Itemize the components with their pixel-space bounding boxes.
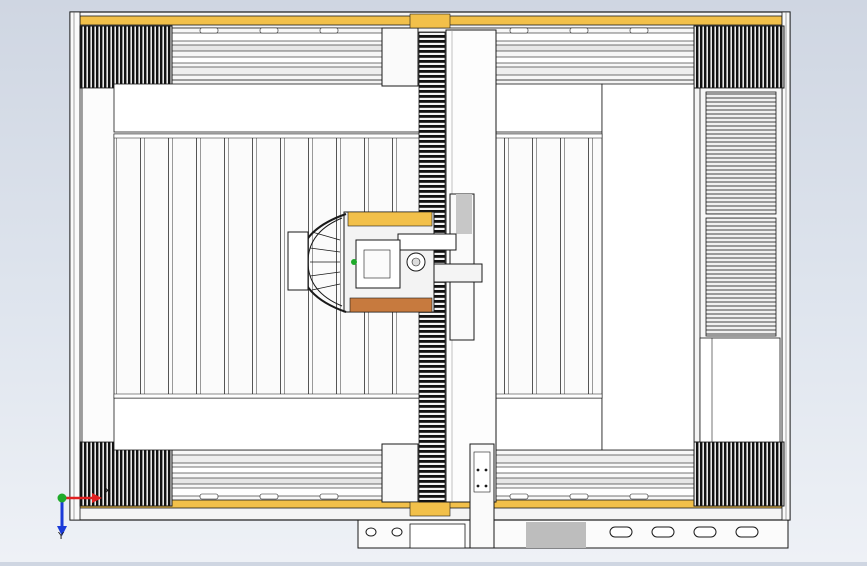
spindle-head bbox=[287, 211, 457, 313]
x-axis-label: X bbox=[104, 486, 111, 497]
bottom-extension-plate bbox=[357, 516, 789, 549]
z-axis-dot bbox=[57, 493, 67, 503]
gantry-carriages bbox=[381, 13, 451, 517]
z-axis-plate bbox=[469, 443, 495, 549]
y-axis-label: Y bbox=[58, 531, 65, 542]
triad-axes bbox=[57, 493, 102, 536]
cross-slide bbox=[433, 193, 483, 341]
bellows-covers bbox=[79, 25, 785, 507]
chip-conveyor bbox=[699, 87, 783, 443]
coordinate-triad: X Y bbox=[48, 482, 111, 542]
bellows-top-left bbox=[79, 25, 173, 89]
bellows-top-right bbox=[693, 25, 785, 89]
bellows-bottom-right bbox=[693, 441, 785, 507]
